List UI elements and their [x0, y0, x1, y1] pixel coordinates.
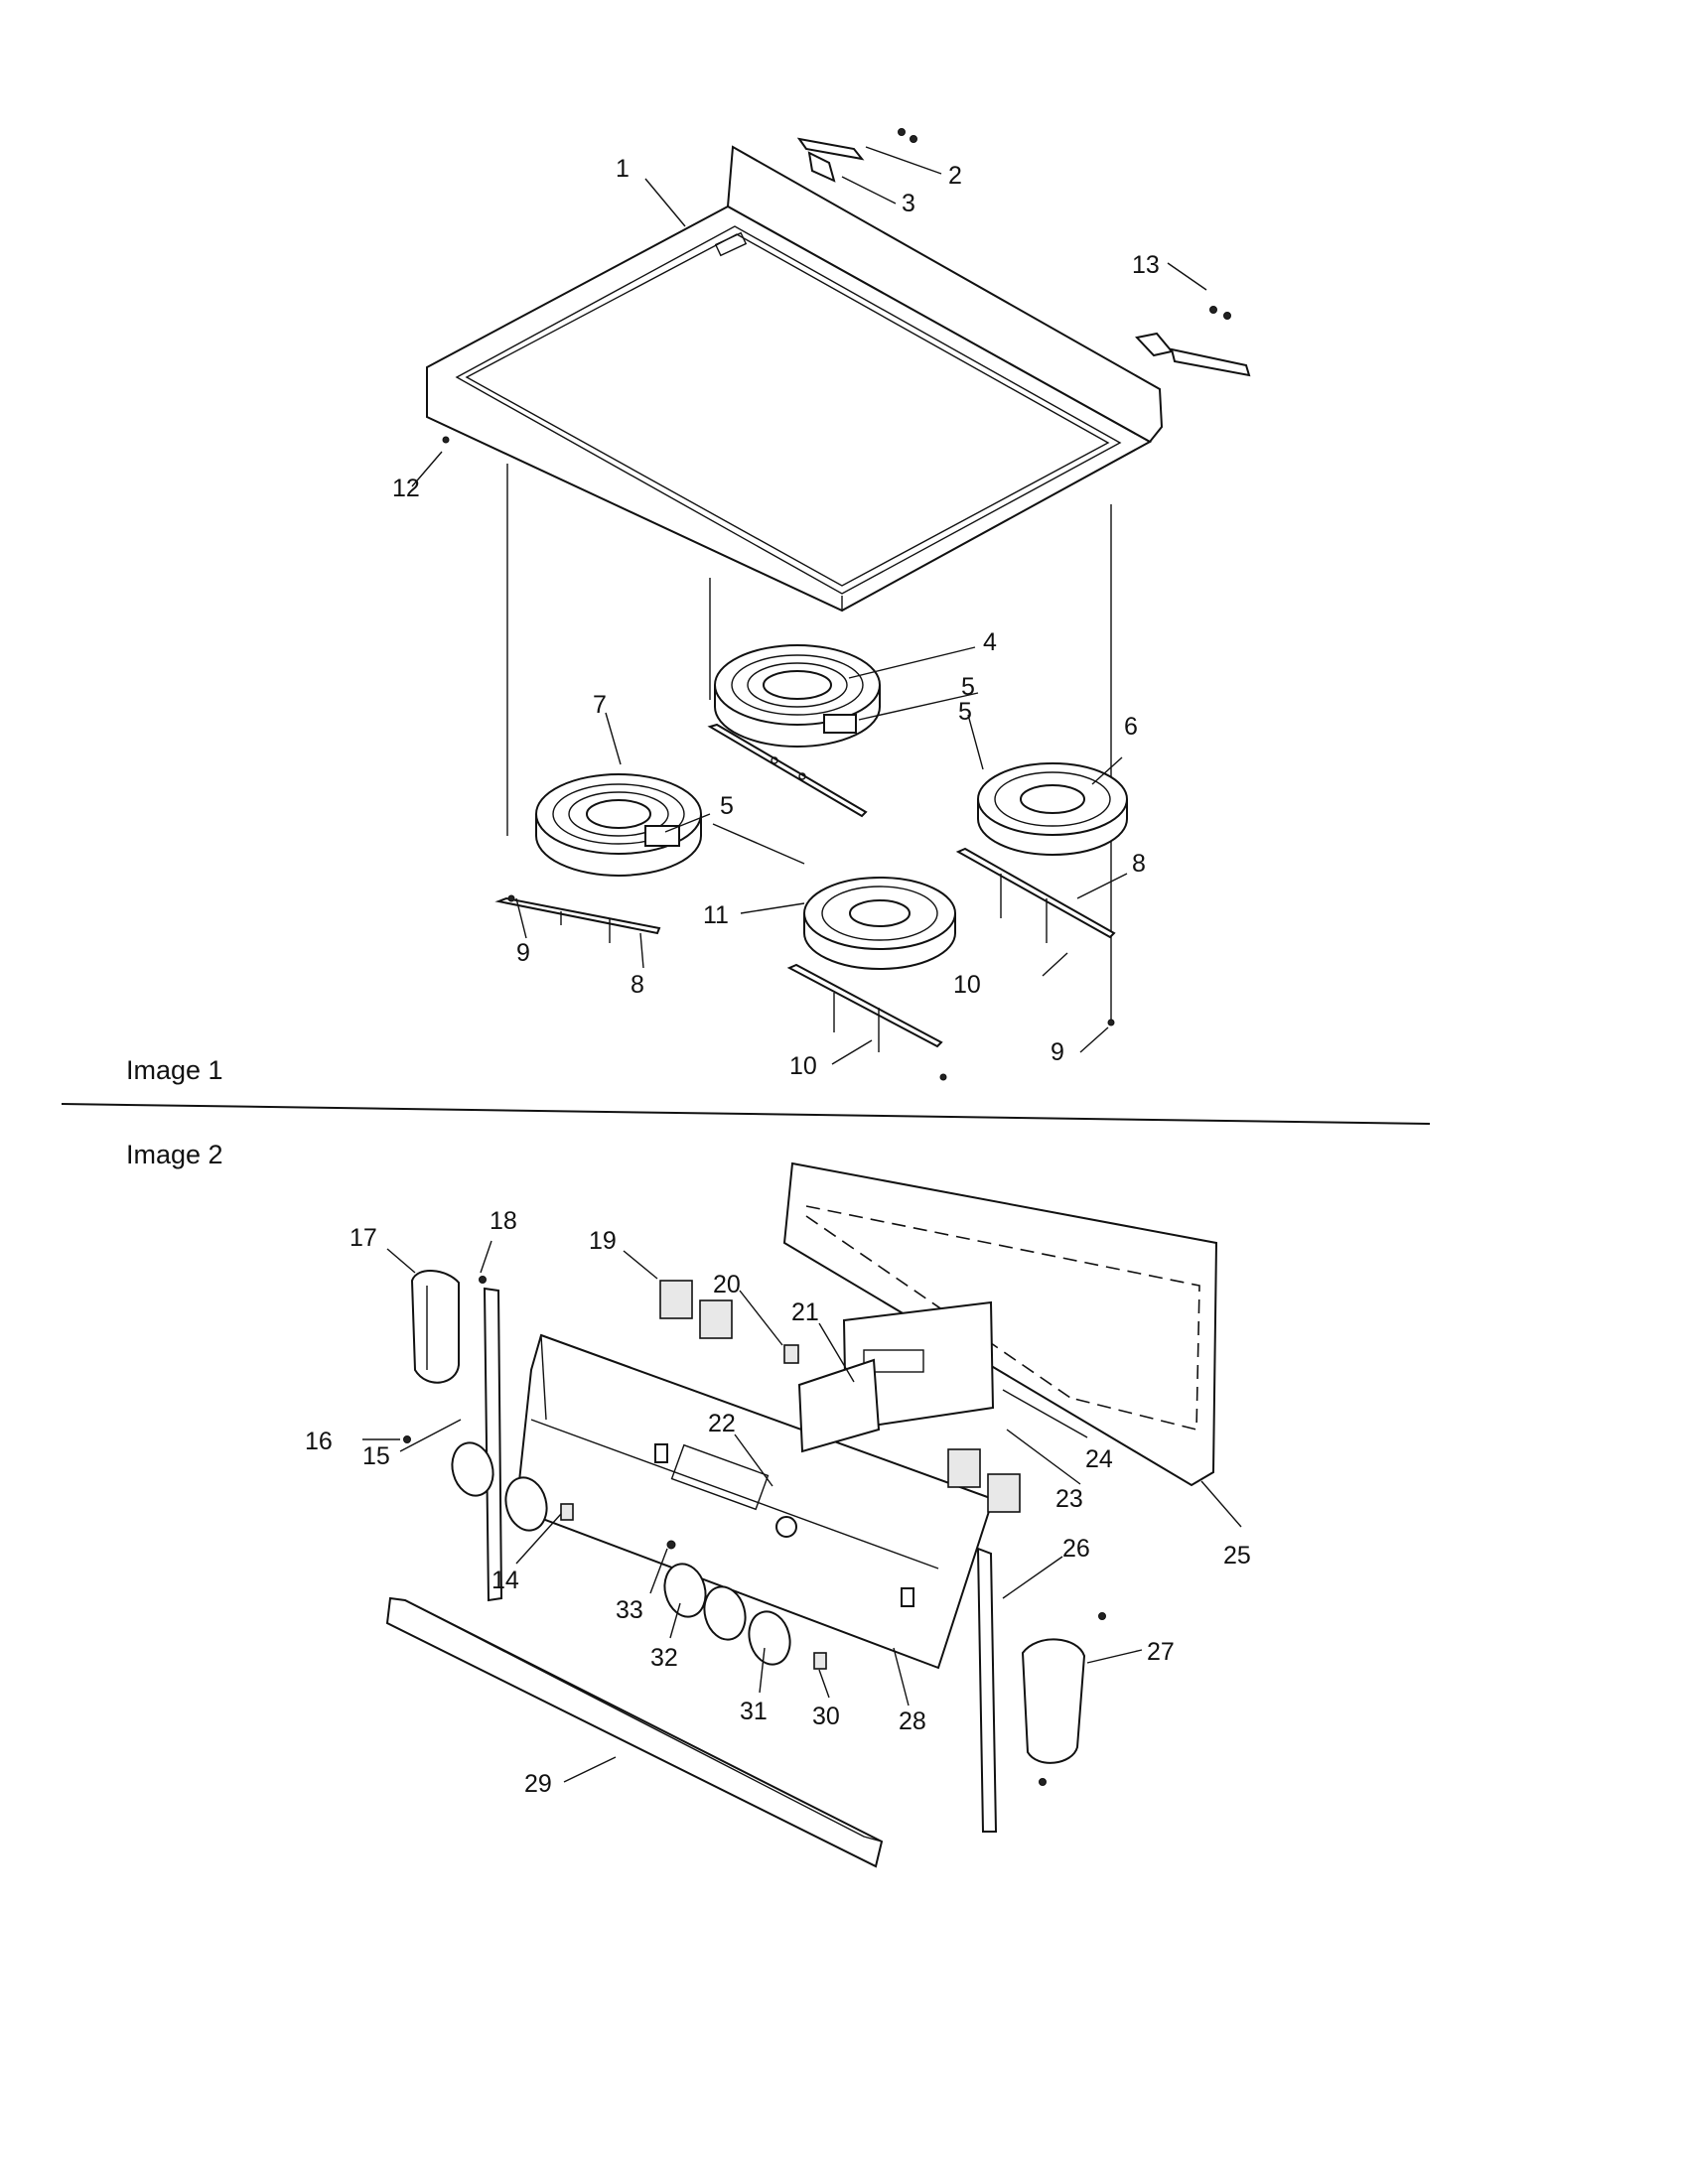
callout-30: 30: [812, 1703, 840, 1730]
callout-6: 6: [1124, 713, 1138, 741]
callout-22: 22: [708, 1410, 736, 1437]
section-divider: [61, 1103, 1431, 1125]
callout-25: 25: [1223, 1542, 1251, 1570]
callout-8b: 8: [631, 971, 644, 999]
callout-3: 3: [902, 190, 915, 217]
callout-14: 14: [491, 1567, 519, 1594]
callout-5c: 5: [720, 792, 734, 820]
callout-5a: 5: [961, 673, 975, 701]
callout-labels: 1 2 3 4 5 5 5 6 7 8 8 9 9 10 10 11 12 13…: [305, 155, 1251, 1798]
callout-21: 21: [791, 1298, 819, 1326]
callout-32: 32: [650, 1644, 678, 1672]
callout-17: 17: [350, 1224, 377, 1252]
callout-10a: 10: [953, 971, 981, 999]
callout-28: 28: [899, 1707, 926, 1735]
callout-7: 7: [593, 691, 607, 719]
callout-26: 26: [1062, 1535, 1090, 1563]
callout-8a: 8: [1132, 850, 1146, 878]
surface-element-7: [494, 773, 702, 943]
cooktop-assembly: [426, 128, 1251, 1081]
control-panel-assembly: [385, 1161, 1218, 1868]
callout-24: 24: [1085, 1445, 1113, 1473]
leaders-image-2: [362, 1240, 1242, 1783]
callout-9a: 9: [516, 939, 530, 967]
surface-element-11: [786, 877, 956, 1081]
callout-1: 1: [616, 155, 630, 183]
callout-12: 12: [392, 475, 420, 502]
surface-element-4: [707, 644, 881, 818]
callout-10b: 10: [789, 1052, 817, 1080]
section-label-image-2: Image 2: [126, 1140, 223, 1169]
callout-4: 4: [983, 628, 997, 656]
callout-20: 20: [713, 1271, 741, 1298]
section-label-image-1: Image 1: [126, 1055, 223, 1085]
surface-element-6: [955, 762, 1128, 943]
callout-11: 11: [703, 901, 729, 929]
callout-15: 15: [362, 1442, 390, 1470]
callout-9b: 9: [1051, 1038, 1064, 1066]
callout-13: 13: [1132, 251, 1160, 279]
callout-5b: 5: [958, 698, 972, 726]
callout-23: 23: [1055, 1485, 1083, 1513]
callout-31: 31: [740, 1698, 768, 1725]
callout-19: 19: [589, 1227, 617, 1255]
callout-18: 18: [490, 1207, 517, 1235]
callout-33: 33: [616, 1596, 643, 1624]
leaders-image-1: [411, 146, 1207, 1065]
callout-29: 29: [524, 1770, 552, 1798]
callout-2: 2: [948, 162, 962, 190]
callout-27: 27: [1147, 1638, 1175, 1666]
callout-16: 16: [305, 1428, 333, 1455]
